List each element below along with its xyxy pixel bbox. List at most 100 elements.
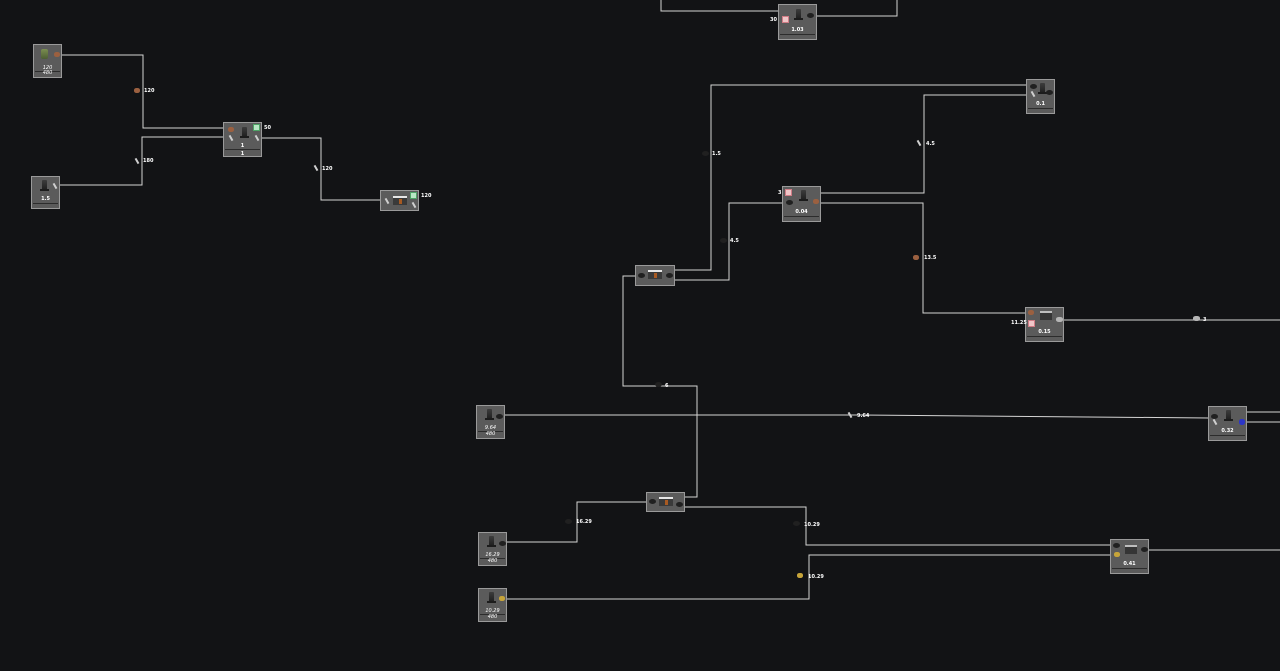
node-divider <box>780 34 815 35</box>
side-label: 50 <box>264 125 271 131</box>
node-value: 0.32 <box>1221 428 1234 434</box>
wire-label: 13.5 <box>924 255 937 261</box>
tall-machine-icon <box>487 592 496 603</box>
coal-icon <box>1141 547 1148 552</box>
furnace-icon <box>393 196 407 205</box>
iron-rod-icon <box>411 201 417 209</box>
green-block-icon <box>410 192 417 199</box>
node-divider <box>1028 108 1053 109</box>
wire-mixer-to-furnace-b <box>675 202 783 281</box>
furnace-icon <box>659 497 673 506</box>
node-divider <box>225 149 260 150</box>
ore-icon <box>813 199 819 204</box>
node-divider <box>1027 336 1062 337</box>
node-drill-b[interactable]: 16.29 480 <box>478 532 507 566</box>
plant-icon <box>41 49 48 59</box>
node-value: 120 <box>42 65 53 71</box>
node-mixer[interactable]: 0.04 <box>782 186 821 222</box>
node-divider <box>480 614 505 615</box>
coal-icon <box>793 521 800 526</box>
node-divider <box>1210 435 1245 436</box>
wire-top-left <box>660 0 778 12</box>
pink-block-icon <box>785 189 792 196</box>
wire-label: 4.5 <box>730 238 739 244</box>
wire-label: 9.64 <box>857 413 870 419</box>
side-label: 11.25 <box>1011 320 1027 326</box>
node-furnace-c[interactable] <box>646 492 685 512</box>
dark-ore-icon <box>496 414 503 419</box>
tall-machine-icon <box>485 409 494 420</box>
node-divider <box>1112 568 1147 569</box>
wire-rod-to-assembler <box>60 136 223 186</box>
green-block-icon <box>253 124 260 131</box>
wire-label: 10.29 <box>808 574 824 580</box>
node-crusher-top[interactable]: 0.1 <box>1026 79 1055 114</box>
wire-label: 1.5 <box>712 151 721 157</box>
wire-drill-a-to-blue <box>505 414 1210 419</box>
node-furnace-a[interactable] <box>380 190 419 211</box>
node-value: 1.5 <box>41 196 50 202</box>
coal-icon <box>1113 543 1120 548</box>
press-icon <box>1040 311 1052 320</box>
node-divider <box>784 216 819 217</box>
wire-label: 120 <box>322 166 333 172</box>
wire-crusher-to-mixer <box>820 94 1027 194</box>
press-icon <box>1125 545 1137 554</box>
copper-ore-icon <box>134 88 140 93</box>
wire-label: 120 <box>144 88 155 94</box>
wire-mixer-to-combiner <box>820 202 1026 314</box>
node-combiner[interactable]: 0.15 <box>1025 307 1064 342</box>
coal-icon <box>649 499 656 504</box>
ore-icon <box>913 255 919 260</box>
copper-ore-icon <box>54 52 60 57</box>
iron-rod-icon <box>254 134 260 142</box>
node-assembler[interactable]: 1 1 <box>223 122 262 157</box>
wire-label: 4.5 <box>926 141 935 147</box>
node-drill-a[interactable]: 9.64 480 <box>476 405 505 439</box>
wire-assembler-to-furnace <box>262 137 380 201</box>
node-rod-machine[interactable]: 1.5 <box>31 176 60 209</box>
node-value: 0.1 <box>1036 101 1045 107</box>
node-top-machine[interactable]: 1.03 <box>778 4 817 40</box>
gold-ore-icon <box>1114 552 1120 557</box>
coal-icon <box>676 502 683 507</box>
iron-rod-icon <box>384 197 390 205</box>
node-plant-source[interactable]: 120 480 <box>33 44 62 78</box>
wire-drill-b-to-furnace-c <box>507 501 646 543</box>
coal-icon <box>702 151 709 156</box>
node-furnace-b[interactable] <box>635 265 675 286</box>
node-divider <box>478 431 503 432</box>
wire-top-right <box>817 0 898 17</box>
dark-ore-icon <box>1046 90 1053 95</box>
node-drill-c[interactable]: 10.29 480 <box>478 588 507 622</box>
side-label: 3 <box>778 190 782 196</box>
coal-icon <box>666 273 673 278</box>
iron-rod-icon <box>1030 90 1036 98</box>
wire-label: 6 <box>665 383 669 389</box>
node-value: 1.03 <box>791 27 804 33</box>
coal-icon <box>720 238 727 243</box>
node-blue-machine[interactable]: 0.32 <box>1208 406 1247 441</box>
node-value: 1 <box>240 143 245 149</box>
furnace-icon <box>648 270 662 279</box>
node-value: 9.64 <box>484 425 497 431</box>
coal-icon <box>655 382 662 387</box>
iron-rod-icon <box>1212 418 1218 426</box>
wire-label: 10.29 <box>804 522 820 528</box>
pink-block-icon <box>1028 320 1035 327</box>
tall-machine-icon <box>240 127 249 138</box>
ore-icon <box>1028 310 1034 315</box>
wire-label: 3 <box>1203 317 1207 323</box>
node-value: 0.15 <box>1038 329 1051 335</box>
side-label: 120 <box>421 193 432 199</box>
wire-furnace-c-to-smelter <box>685 506 1111 546</box>
node-smelter[interactable]: 0.41 <box>1110 539 1149 574</box>
node-subvalue: 480 <box>487 558 498 564</box>
coal-icon <box>638 273 645 278</box>
coal-icon <box>786 200 793 205</box>
side-label: 30 <box>770 17 777 23</box>
gray-ore-icon <box>1056 317 1063 322</box>
node-divider <box>480 558 505 559</box>
